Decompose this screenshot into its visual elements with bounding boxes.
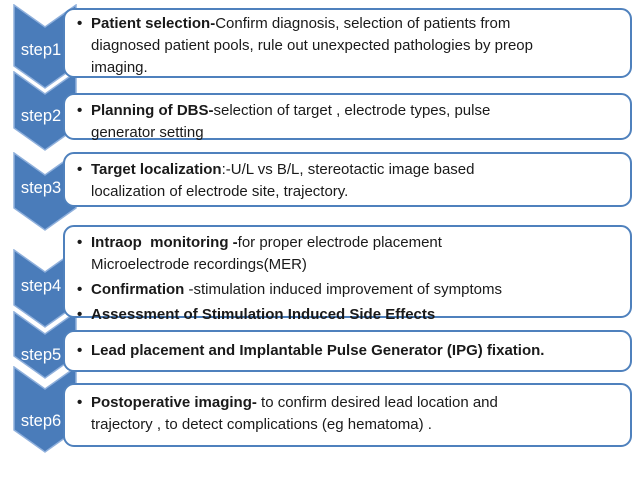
- step4-confirmation-text: Confirmation -stimulation induced improv…: [91, 279, 622, 301]
- step1-detail: Confirm diagnosis, selection of patients…: [91, 15, 533, 76]
- list-item: • Intraop monitoring -for proper electro…: [77, 232, 622, 276]
- bullet-icon: •: [77, 281, 83, 298]
- list-item: • Planning of DBS-selection of target , …: [77, 100, 622, 144]
- list-item: • Assessment of Stimulation Induced Side…: [77, 304, 622, 326]
- bullet-icon: •: [77, 306, 83, 323]
- bullet-icon: •: [77, 234, 83, 251]
- step4-confirmation-heading: Confirmation: [91, 281, 189, 298]
- step2-detail: selection of target , electrode types, p…: [91, 102, 491, 141]
- bullet-icon: •: [77, 394, 83, 411]
- step5-box: • Lead placement and Implantable Pulse G…: [63, 330, 632, 372]
- step4-monitoring-heading: Intraop monitoring -: [91, 234, 238, 251]
- step4-box: • Intraop monitoring -for proper electro…: [63, 225, 632, 323]
- bullet-icon: •: [77, 342, 83, 359]
- step3-detail: :-U/L vs B/L, stereotactic image based l…: [91, 161, 475, 200]
- list-item: • Postoperative imaging- to confirm desi…: [77, 392, 622, 436]
- chevron-step6: step6: [13, 366, 77, 453]
- step6-text: Postoperative imaging- to confirm desire…: [91, 392, 622, 436]
- step2-label: step2: [21, 107, 61, 125]
- chevron-shape: [13, 152, 77, 231]
- step3-text: Target localization:-U/L vs B/L, stereot…: [91, 159, 622, 203]
- list-item: • Patient selection-Confirm diagnosis, s…: [77, 13, 622, 79]
- step3-label: step3: [21, 179, 61, 197]
- step4-assessment-text: Assessment of Stimulation Induced Side E…: [91, 304, 622, 326]
- step6-detail: to confirm desired lead location and tra…: [91, 394, 498, 433]
- step1-box: • Patient selection-Confirm diagnosis, s…: [63, 8, 632, 78]
- step2-box: • Planning of DBS-selection of target , …: [63, 93, 632, 141]
- step4-confirmation-detail: -stimulation induced improvement of symp…: [188, 281, 502, 298]
- step5-label: step5: [21, 346, 61, 364]
- step1-heading: Patient selection-: [91, 15, 216, 32]
- step4-monitoring-text: Intraop monitoring -for proper electrode…: [91, 232, 622, 276]
- step5-heading: Lead placement and Implantable Pulse Gen…: [91, 342, 545, 359]
- step4-assessment-heading: Assessment of Stimulation Induced Side E…: [91, 306, 436, 323]
- list-item: • Target localization:-U/L vs B/L, stere…: [77, 159, 622, 203]
- step6-box: • Postoperative imaging- to confirm desi…: [63, 383, 632, 447]
- step5-text: Lead placement and Implantable Pulse Gen…: [91, 340, 622, 362]
- step2-heading: Planning of DBS-: [91, 102, 214, 119]
- step6-label: step6: [21, 412, 61, 430]
- bullet-icon: •: [77, 161, 83, 178]
- step4-monitoring-detail: for proper electrode placement Microelec…: [91, 234, 442, 273]
- bullet-icon: •: [77, 102, 83, 119]
- chevron-step4: step4: [13, 249, 77, 328]
- list-item: • Lead placement and Implantable Pulse G…: [77, 340, 622, 362]
- step3-box: • Target localization:-U/L vs B/L, stere…: [63, 152, 632, 207]
- step6-heading: Postoperative imaging-: [91, 394, 257, 411]
- chevron-step5: step5: [13, 311, 77, 379]
- chevron-step3: step3: [13, 152, 77, 231]
- step3-heading: Target localization: [91, 161, 222, 178]
- bullet-icon: •: [77, 15, 83, 32]
- list-item: • Confirmation -stimulation induced impr…: [77, 279, 622, 301]
- step1-label: step1: [21, 41, 61, 59]
- step4-label: step4: [21, 277, 61, 295]
- step2-text: Planning of DBS-selection of target , el…: [91, 100, 622, 144]
- step1-text: Patient selection-Confirm diagnosis, sel…: [91, 13, 622, 79]
